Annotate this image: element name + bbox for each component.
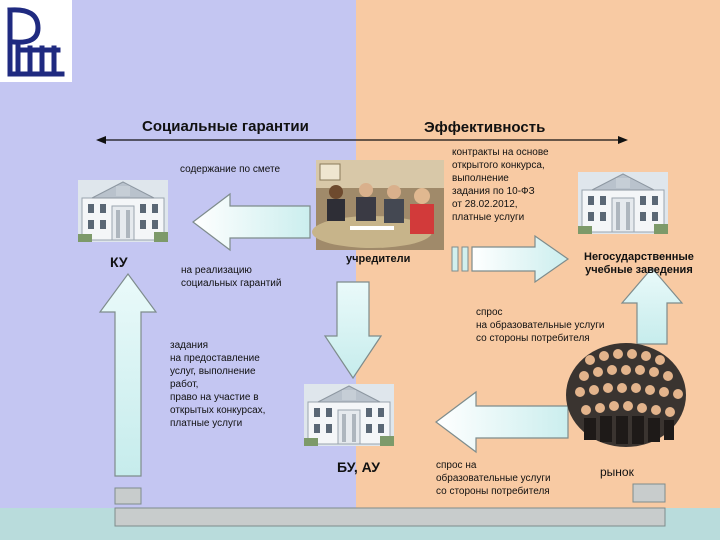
label-line: задания по 10-ФЗ	[452, 186, 535, 197]
label-line: выполнение	[452, 173, 509, 184]
hse-logo	[0, 0, 72, 82]
label-line: спрос на	[436, 460, 477, 471]
bottom-bar	[114, 507, 666, 527]
label-line: открытых конкурсах,	[170, 405, 266, 416]
label-line: открытого конкурса,	[452, 160, 545, 171]
node-founders-label: учредители	[346, 253, 411, 265]
node-bu-au-label: БУ, АУ	[337, 459, 380, 475]
label-line: работ,	[170, 379, 199, 390]
arrow-founders-to-nonstate	[451, 234, 570, 284]
node-nonstate-label: Негосударственные учебные заведения	[584, 251, 694, 277]
label-line: со стороны потребителя	[436, 486, 550, 497]
label-line: социальных гарантий	[181, 278, 282, 289]
label-line: право на участие в	[170, 392, 259, 403]
building-ku	[77, 179, 169, 243]
label-social: на реализацию социальных гарантий	[181, 264, 281, 290]
label-line: спрос	[476, 307, 503, 318]
label-line: на реализацию	[181, 265, 252, 276]
double-headed-arrow	[96, 136, 628, 144]
label-line: платные услуги	[452, 212, 525, 223]
label-line: услуг, выполнение	[170, 366, 256, 377]
node-market-label: рынок	[600, 465, 634, 479]
label-line: от 28.02.2012,	[452, 199, 518, 210]
label-line: задания	[170, 340, 209, 351]
label-tasks: задания на предоставление услуг, выполне…	[170, 339, 265, 430]
arrow-founders-to-bu-au	[323, 281, 383, 380]
label-line: платные услуги	[170, 418, 243, 429]
label-demand-bottom: спрос на образовательные услуги со сторо…	[436, 459, 551, 498]
label-contracts: контракты на основе открытого конкурса, …	[452, 146, 549, 224]
arrow-market-to-nonstate	[620, 267, 684, 345]
label-estimate: содержание по смете	[180, 164, 280, 175]
arrow-founders-to-ku	[192, 192, 311, 252]
building-bu-au	[303, 383, 395, 447]
bottom-left-box	[114, 487, 142, 505]
title-efficiency: Эффективность	[424, 119, 546, 136]
label-line: со стороны потребителя	[476, 333, 590, 344]
nonstate-line: Негосударственные	[584, 251, 694, 263]
title-social-guarantees: Социальные гарантии	[142, 118, 309, 135]
label-line: на образовательные услуги	[476, 320, 605, 331]
building-nonstate	[577, 171, 669, 235]
background-left-panel	[0, 0, 356, 540]
label-line: контракты на основе	[452, 147, 549, 158]
node-ku-label: КУ	[110, 254, 128, 270]
label-demand-top: спрос на образовательные услуги со сторо…	[476, 306, 605, 345]
arrow-up-to-ku	[98, 272, 158, 477]
founders-meeting-photo	[312, 160, 444, 250]
arrow-market-to-bu-au	[435, 390, 569, 454]
bottom-right-box	[632, 483, 666, 503]
crowd-photo	[566, 343, 686, 447]
label-line: на предоставление	[170, 353, 260, 364]
label-line: образовательные услуги	[436, 473, 551, 484]
nonstate-line: учебные заведения	[585, 264, 693, 276]
